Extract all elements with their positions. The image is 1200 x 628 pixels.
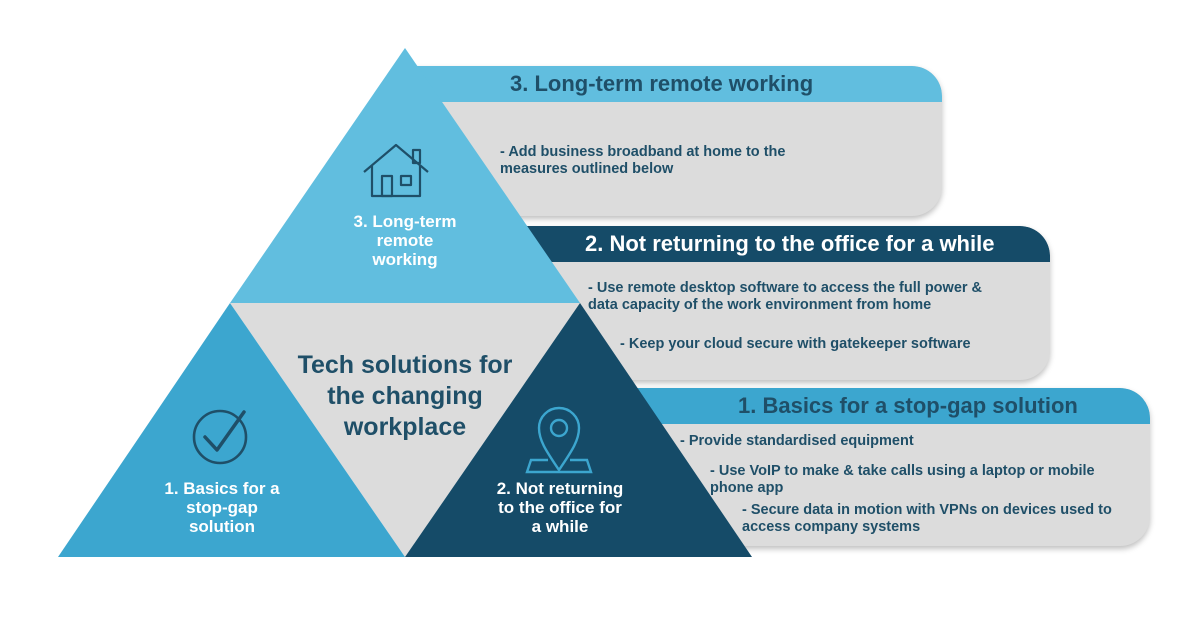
center-title: Tech solutions for the changing workplac… bbox=[297, 351, 513, 441]
top-triangle-label: 3. Long-term remote working bbox=[353, 212, 457, 269]
house-icon bbox=[363, 143, 429, 198]
left-triangle-label: 1. Basics for a stop-gap solution bbox=[164, 479, 280, 536]
panel-title: 1. Basics for a stop-gap solution bbox=[738, 393, 1078, 418]
panel-header: 1. Basics for a stop-gap solution bbox=[630, 388, 1150, 424]
location-pin-icon bbox=[525, 406, 593, 474]
panel-item: - Use remote desktop software to access … bbox=[588, 280, 983, 313]
panel-item: - Secure data in motion with VPNs on dev… bbox=[742, 502, 1112, 535]
panel-item: - Use VoIP to make & take calls using a … bbox=[710, 463, 1095, 496]
checkmark-circle-icon bbox=[192, 409, 248, 465]
panel-item: - Keep your cloud secure with gatekeeper… bbox=[620, 336, 971, 352]
panel-header: 3. Long-term remote working bbox=[410, 66, 942, 102]
right-triangle-label: 2. Not returning to the office for a whi… bbox=[496, 479, 624, 536]
panel-item: - Add business broadband at home to the … bbox=[500, 144, 786, 177]
panel-item: - Provide standardised equipment bbox=[680, 433, 914, 449]
panel-header: 2. Not returning to the office for a whi… bbox=[520, 226, 1050, 262]
panel-title: 3. Long-term remote working bbox=[510, 71, 814, 96]
center-triangle bbox=[230, 303, 580, 557]
panel-title: 2. Not returning to the office for a whi… bbox=[585, 231, 995, 256]
